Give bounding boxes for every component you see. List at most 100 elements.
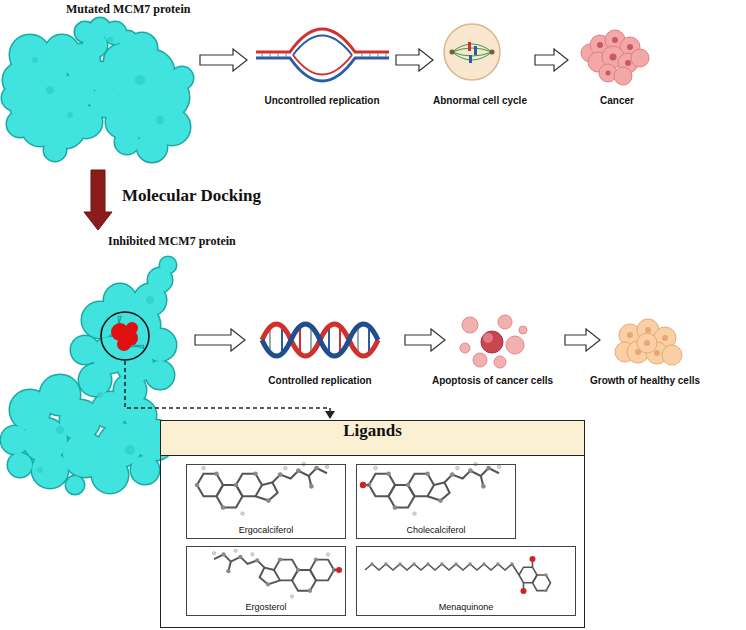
menaquinone-structure bbox=[482, 562, 485, 565]
healthy-cells bbox=[662, 345, 682, 365]
cancer-cells bbox=[606, 71, 611, 76]
dividing-cell bbox=[450, 50, 455, 55]
protein-label: Mutated MCM7 protein bbox=[66, 2, 190, 17]
stage-caption: Uncontrolled replication bbox=[264, 95, 379, 106]
apoptotic-cell bbox=[460, 343, 470, 353]
ergosterol-structure bbox=[212, 549, 336, 598]
dividing-cell bbox=[469, 55, 472, 63]
cancer-cells bbox=[625, 60, 631, 66]
mutated-protein bbox=[2, 18, 193, 162]
replication-bubble bbox=[256, 29, 389, 81]
healthy-cells bbox=[627, 327, 668, 356]
menaquinone-structure bbox=[365, 556, 551, 594]
menaquinone-structure bbox=[440, 562, 443, 565]
ligand-box: Ergosterol bbox=[186, 546, 346, 616]
healthy-cells bbox=[644, 340, 650, 346]
hollow-arrow bbox=[396, 49, 433, 71]
mutated-protein bbox=[135, 75, 145, 85]
stage-caption: Controlled replication bbox=[268, 375, 371, 386]
arrowhead bbox=[325, 411, 335, 419]
menaquinone-structure bbox=[533, 575, 551, 591]
bound-ligand bbox=[117, 337, 131, 351]
ergocalciferol-structure bbox=[195, 463, 329, 516]
apoptotic-cell bbox=[519, 326, 527, 334]
healthy-cells bbox=[645, 327, 651, 333]
menaquinone-structure bbox=[530, 556, 536, 562]
ergocalciferol-structure bbox=[195, 463, 329, 516]
stage-panel: Growth of healthy cells bbox=[586, 305, 705, 388]
replication-bubble bbox=[378, 53, 379, 57]
ligand-box: Cholecalciferol bbox=[356, 464, 516, 539]
replication-bubble bbox=[286, 53, 287, 57]
stage-caption: Abnormal cell cycle bbox=[433, 95, 527, 106]
bound-ligand bbox=[111, 322, 138, 351]
flow-arrow bbox=[405, 329, 445, 351]
mutated-protein bbox=[32, 37, 164, 124]
edge-label: Molecular Docking bbox=[122, 186, 261, 206]
cancer-cells bbox=[597, 42, 603, 48]
cancer-cells bbox=[597, 37, 633, 76]
dashed-line bbox=[125, 361, 330, 411]
double-helix bbox=[262, 324, 378, 356]
dividing-cell bbox=[474, 46, 477, 55]
ligand-name: Menaquinone bbox=[439, 602, 494, 612]
menaquinone-structure bbox=[544, 573, 547, 576]
cancer-cells bbox=[631, 49, 649, 67]
dividing-cell bbox=[452, 48, 492, 52]
inhibited-protein bbox=[97, 392, 103, 398]
binding-site-circle bbox=[101, 312, 149, 360]
cancer-cells bbox=[610, 54, 617, 61]
mutated-protein bbox=[67, 112, 73, 118]
hollow-arrow bbox=[200, 49, 247, 71]
mutated-protein bbox=[2, 18, 193, 162]
menaquinone-structure bbox=[398, 562, 401, 565]
cancer-cells bbox=[581, 30, 649, 85]
cholecalciferol-structure bbox=[367, 463, 501, 516]
ligand-box: Menaquinone bbox=[356, 546, 576, 616]
inhibited-protein bbox=[1, 257, 176, 494]
replication-bubble bbox=[262, 53, 263, 57]
menaquinone-structure bbox=[454, 562, 457, 565]
replication-bubble bbox=[262, 53, 386, 57]
mutated-protein bbox=[46, 86, 54, 94]
replication-bubble bbox=[278, 53, 279, 57]
apoptotic-cell bbox=[473, 353, 487, 367]
double-helix bbox=[310, 329, 312, 351]
menaquinone-structure bbox=[544, 589, 547, 592]
inhibited-protein bbox=[1, 257, 176, 494]
mutated-protein bbox=[107, 37, 113, 43]
replication-bubble bbox=[386, 53, 387, 57]
inhibited-protein bbox=[37, 296, 154, 473]
replication-bubble bbox=[270, 53, 271, 57]
hollow-arrow bbox=[535, 49, 568, 71]
ligands-box: LigandsErgocalciferolCholecalciferolErgo… bbox=[160, 420, 585, 628]
menaquinone-structure bbox=[496, 562, 499, 565]
replication-bubble bbox=[354, 57, 389, 60]
double-helix bbox=[262, 324, 378, 356]
dividing-cell bbox=[490, 50, 495, 55]
menaquinone-structure bbox=[370, 562, 373, 565]
stage-panel: Uncontrolled replication bbox=[252, 20, 392, 108]
stage-panel: Apoptosis of cancer cells bbox=[428, 305, 558, 388]
menaquinone-structure bbox=[468, 562, 471, 565]
stage-caption: Apoptosis of cancer cells bbox=[432, 375, 553, 386]
mutated-protein bbox=[156, 116, 164, 124]
ergosterol-structure bbox=[336, 567, 342, 573]
inhibited-protein bbox=[1, 257, 176, 494]
inhibited-protein bbox=[37, 467, 43, 473]
healthy-cells bbox=[654, 350, 660, 356]
mutated-protein bbox=[2, 18, 193, 162]
flow-arrow bbox=[535, 49, 568, 71]
inhibited-protein bbox=[56, 426, 64, 434]
bound-ligand bbox=[126, 322, 138, 334]
dividing-cell bbox=[444, 24, 500, 80]
cancer-cells bbox=[614, 67, 632, 85]
stage-panel: Abnormal cell cycle bbox=[425, 15, 535, 108]
ligand-box: Ergocalciferol bbox=[186, 464, 346, 539]
stage-caption: Growth of healthy cells bbox=[590, 375, 700, 386]
hollow-arrow bbox=[195, 329, 245, 351]
apoptotic-cell bbox=[506, 336, 524, 354]
